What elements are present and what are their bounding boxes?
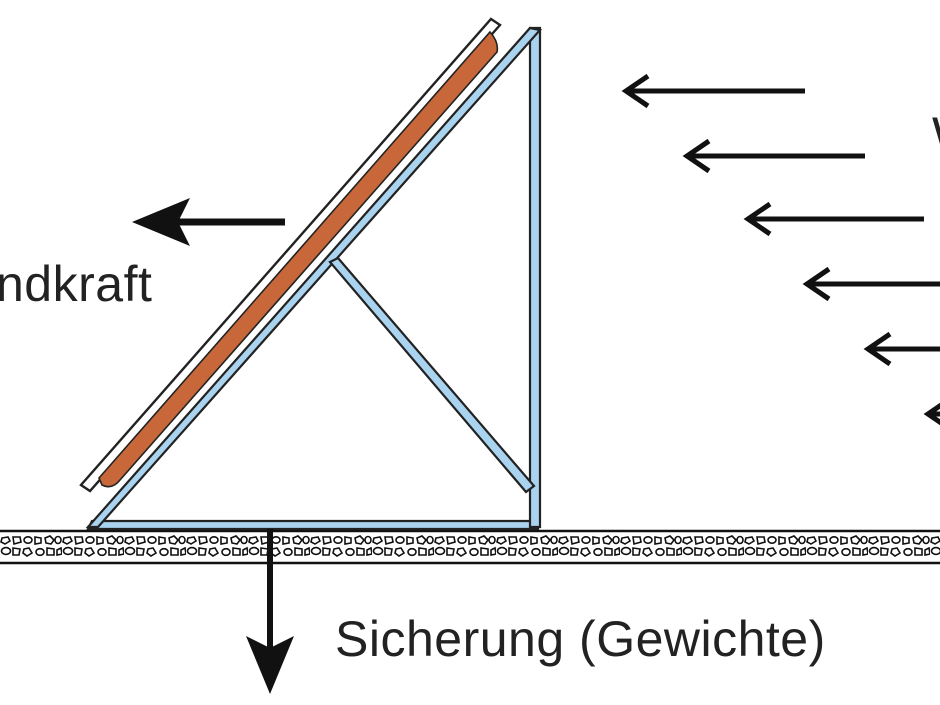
arrows	[132, 73, 940, 694]
gravel-texture	[0, 531, 940, 563]
wind-force-label: ndkraft	[0, 256, 153, 312]
solar-panel-frame	[79, 17, 502, 493]
wind-force-arrow	[132, 198, 285, 246]
wind-arrow-2	[682, 138, 865, 174]
wind-arrow-5	[863, 331, 940, 367]
wind-label-cutoff: W	[932, 110, 940, 160]
frame-diagonal-brace	[328, 256, 536, 494]
frame-front-rail	[85, 26, 543, 529]
wind-arrow-4	[802, 266, 940, 302]
anchoring-force-arrow	[246, 529, 294, 694]
wind-arrow-6	[923, 402, 940, 426]
frame-rear-post	[528, 26, 542, 529]
wind-arrow-1	[621, 73, 805, 109]
solar-panel	[79, 17, 502, 493]
wind-arrow-3	[743, 201, 924, 237]
solar-panel-surface	[98, 30, 499, 488]
anchoring-weights-label: Sicherung (Gewichte)	[335, 611, 826, 667]
mounting-frame	[85, 26, 543, 531]
ground	[0, 529, 940, 565]
frame-base-bar	[86, 519, 540, 531]
